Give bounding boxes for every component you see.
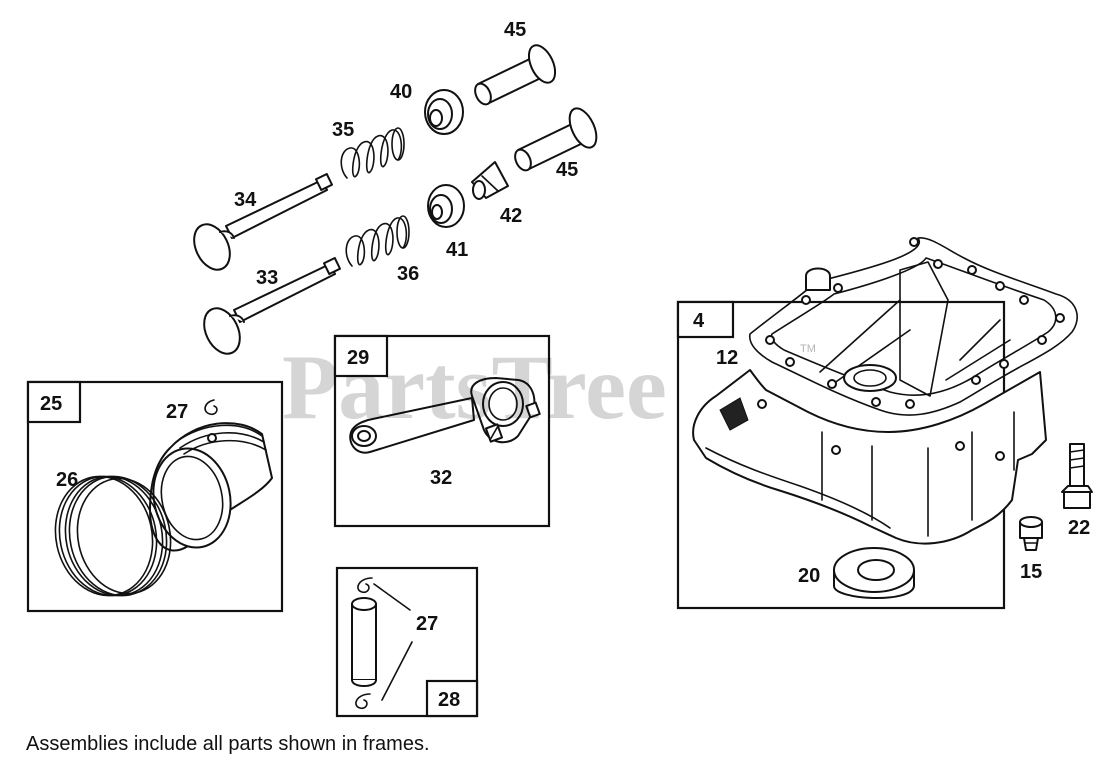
callout-35: 35	[332, 119, 354, 141]
connecting-rod	[349, 377, 541, 454]
sump-body	[692, 237, 1065, 545]
frame-tag-28: 28	[438, 689, 460, 711]
callout-34: 34	[234, 189, 257, 211]
callout-36: 36	[397, 263, 419, 285]
valve-intake	[203, 256, 342, 355]
pin-retainer-bottom	[355, 693, 371, 710]
callout-20: 20	[798, 565, 820, 587]
valve-spring-lower	[345, 215, 410, 267]
callout-15: 15	[1020, 561, 1042, 583]
valve-cap-upper	[474, 44, 557, 106]
callout-42: 42	[500, 205, 522, 227]
rod-bolt	[484, 423, 504, 443]
watermark-trademark: TM	[800, 343, 816, 355]
spring-retainer-lower	[427, 184, 465, 228]
callout-33: 33	[256, 267, 278, 289]
callout-26: 26	[56, 469, 78, 491]
valve-keeper	[471, 161, 509, 200]
frame-tag-25: 25	[40, 393, 62, 415]
frame-piston-pin-assembly: 28 27	[335, 566, 479, 718]
valve-exhaust	[193, 172, 334, 271]
callout-32: 32	[430, 467, 452, 489]
callout-45-lower: 45	[556, 159, 578, 181]
bolt	[1061, 443, 1093, 509]
assemblies-footnote: Assemblies include all parts shown in fr…	[26, 733, 430, 755]
partstree-watermark: PartsTree	[282, 336, 667, 438]
callout-27-pin: 27	[416, 613, 438, 635]
frame-tag-29: 29	[347, 347, 369, 369]
piston	[149, 422, 273, 552]
frame-connecting-rod-assembly: 29 32	[333, 334, 551, 528]
callout-27-clip: 27	[166, 401, 188, 423]
valve-spring-upper	[340, 127, 405, 179]
valve-cap-lower	[514, 107, 598, 172]
callout-22: 22	[1068, 517, 1090, 539]
frame-piston-assembly: 25 27 26	[26, 380, 284, 613]
frame-tag-4: 4	[693, 310, 705, 332]
oil-seal	[833, 547, 915, 600]
callout-45-upper: 45	[504, 19, 526, 41]
spring-retainer-upper	[424, 89, 464, 135]
pin-retainer-top	[357, 577, 373, 594]
frame-sump-assembly: 4 12	[676, 237, 1078, 610]
callout-41: 41	[446, 239, 468, 261]
callout-40: 40	[390, 81, 412, 103]
retainer-clip	[204, 399, 218, 416]
piston-ring-set	[54, 475, 172, 597]
callout-12: 12	[716, 347, 738, 369]
drain-plug	[1019, 516, 1043, 551]
piston-pin	[351, 597, 377, 687]
